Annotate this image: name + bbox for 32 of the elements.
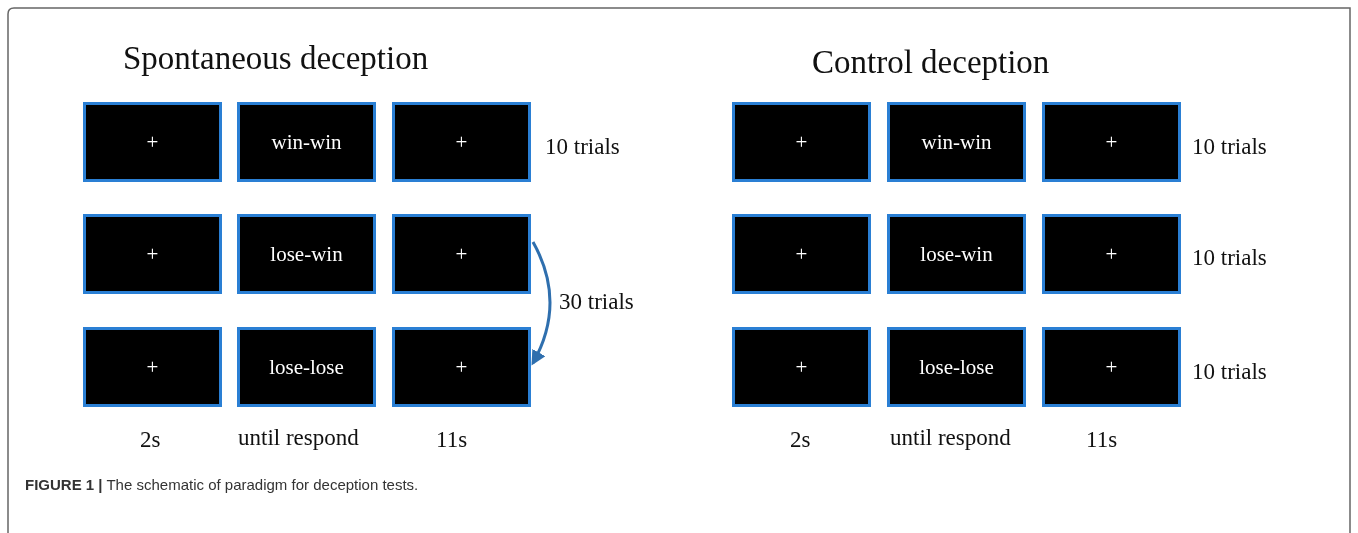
curved-arrow	[531, 241, 552, 366]
annotation-text: 11s	[436, 427, 468, 453]
figure-caption: FIGURE 1 | The schematic of paradigm for deception tests.	[25, 476, 419, 493]
screen-box: +	[392, 102, 531, 182]
annotation-text: until respond	[238, 425, 359, 451]
panel-title: Spontaneous deception	[123, 40, 429, 77]
screen-box: +	[1042, 327, 1181, 407]
screen-box: +	[392, 327, 531, 407]
screen-box: lose-win	[887, 214, 1026, 294]
screen-box: +	[83, 102, 222, 182]
screen-box: +	[83, 327, 222, 407]
screen-box: win-win	[237, 102, 376, 182]
annotation-text: 10 trials	[1192, 245, 1267, 271]
annotation-text: 10 trials	[545, 134, 620, 160]
screen-box: lose-win	[237, 214, 376, 294]
screen-box: +	[732, 214, 871, 294]
screen-box: +	[392, 214, 531, 294]
annotation-text: until respond	[890, 425, 1011, 451]
annotation-text: 10 trials	[1192, 359, 1267, 385]
screen-box: +	[83, 214, 222, 294]
annotation-text: 2s	[140, 427, 161, 453]
screen-box: win-win	[887, 102, 1026, 182]
screen-box: +	[732, 102, 871, 182]
screen-box: +	[1042, 102, 1181, 182]
screen-box: +	[1042, 214, 1181, 294]
annotation-text: 2s	[790, 427, 811, 453]
annotation-text: 11s	[1086, 427, 1118, 453]
screen-box: lose-lose	[887, 327, 1026, 407]
annotation-text: 10 trials	[1192, 134, 1267, 160]
screen-box: lose-lose	[237, 327, 376, 407]
screen-box: +	[732, 327, 871, 407]
panel-title: Control deception	[812, 44, 1050, 81]
